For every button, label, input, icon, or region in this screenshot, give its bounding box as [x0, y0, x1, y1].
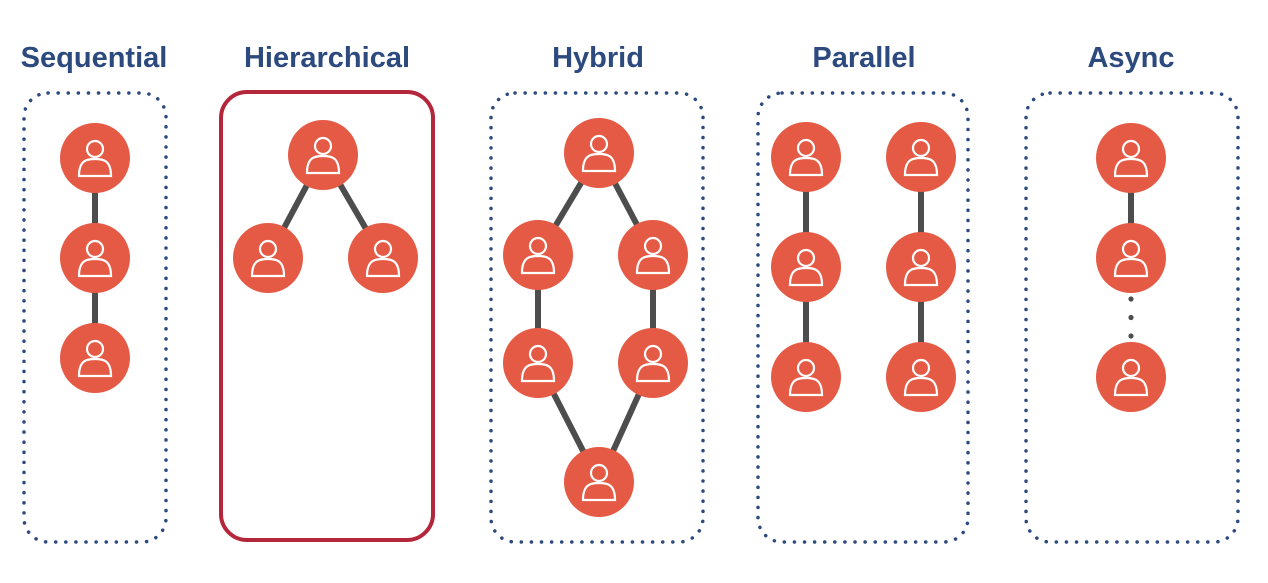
person-icon [365, 239, 401, 278]
title-async: Async [1087, 42, 1175, 74]
agent-node [618, 220, 688, 290]
agent-node [60, 223, 130, 293]
agent-node [503, 220, 573, 290]
person-icon [77, 139, 113, 178]
person-icon [77, 239, 113, 278]
person-icon [305, 136, 341, 175]
panel-parallel-dotted-border [756, 91, 970, 544]
title-hierarchical: Hierarchical [243, 42, 411, 74]
panel-parallel [756, 91, 970, 544]
title-hybrid: Hybrid [552, 42, 644, 74]
agent-node [886, 342, 956, 412]
panel-sequential-dotted-border [22, 91, 168, 544]
person-icon [635, 344, 671, 383]
person-icon [1113, 139, 1149, 178]
person-icon [1113, 239, 1149, 278]
person-icon [635, 236, 671, 275]
person-icon [581, 134, 617, 173]
agent-node [1096, 223, 1166, 293]
agent-node [618, 328, 688, 398]
panel-hybrid-dotted-border [489, 91, 705, 544]
agent-node [771, 122, 841, 192]
person-icon [250, 239, 286, 278]
agent-node [886, 232, 956, 302]
person-icon [77, 339, 113, 378]
person-icon [903, 358, 939, 397]
agent-node [60, 123, 130, 193]
panel-hybrid [489, 91, 705, 544]
agent-node [771, 232, 841, 302]
person-icon [903, 138, 939, 177]
agent-node [348, 223, 418, 293]
person-icon [788, 138, 824, 177]
person-icon [903, 248, 939, 287]
person-icon [520, 344, 556, 383]
panel-async-dotted-border [1024, 91, 1240, 544]
panel-sequential [22, 91, 168, 544]
panel-hierarchical [219, 90, 435, 542]
agent-node [771, 342, 841, 412]
person-icon [581, 463, 617, 502]
person-icon [788, 358, 824, 397]
panel-async-ellipsis-dot [1128, 296, 1134, 302]
agent-node [288, 120, 358, 190]
agent-node [60, 323, 130, 393]
panel-async-ellipsis-dot [1128, 314, 1134, 321]
agent-node [1096, 123, 1166, 193]
person-icon [788, 248, 824, 287]
agent-node [233, 223, 303, 293]
title-parallel: Parallel [812, 42, 916, 74]
panel-hierarchical-highlight-border [219, 90, 435, 542]
title-sequential: Sequential [20, 42, 168, 74]
person-icon [520, 236, 556, 275]
agent-node [564, 118, 634, 188]
person-icon [1113, 358, 1149, 397]
agent-node [1096, 342, 1166, 412]
panel-async-ellipsis-dot [1128, 333, 1134, 339]
agent-node [886, 122, 956, 192]
agent-node [564, 447, 634, 517]
agent-node [503, 328, 573, 398]
panel-async [1024, 91, 1240, 544]
